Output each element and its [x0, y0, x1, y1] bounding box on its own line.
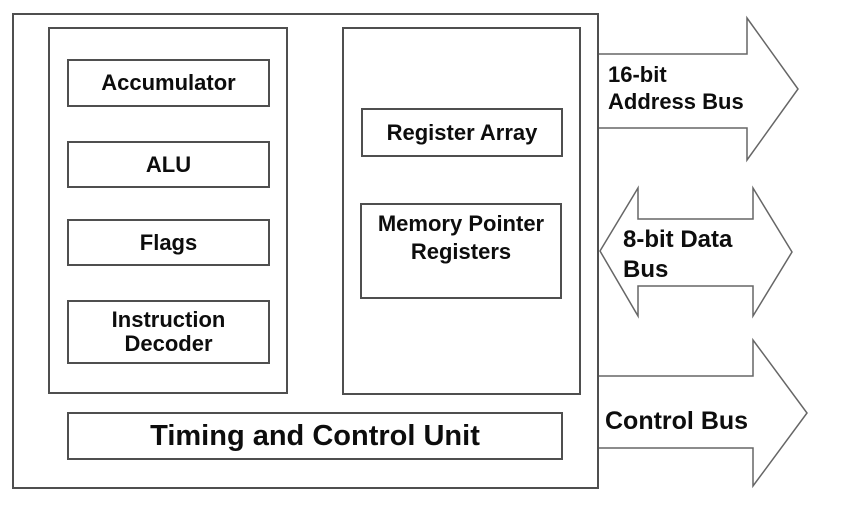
- register-section-box: [342, 27, 581, 395]
- control-bus-right-arrow-icon: [597, 337, 808, 489]
- cpu-outer-box: [12, 13, 599, 489]
- arithmetic-section-box: [48, 27, 288, 394]
- bus-arrow-layer: [597, 15, 808, 489]
- data-bus-label: 8-bit Data Bus: [623, 225, 732, 285]
- data-bus-label-line1: 8-bit Data: [623, 226, 733, 253]
- alu-block: ALU: [67, 141, 270, 188]
- control-bus-label-line1: Control Bus: [605, 407, 749, 435]
- timing-control-unit-label: Timing and Control Unit: [150, 420, 480, 452]
- instruction-decoder-block: Instruction Decoder: [67, 300, 270, 364]
- instruction-decoder-label: Instruction Decoder: [111, 307, 226, 356]
- address-bus-label-line2: Address Bus: [608, 89, 744, 114]
- flags-block: Flags: [67, 219, 270, 266]
- data-bus-double-arrow-icon: [599, 185, 793, 319]
- alu-label: ALU: [145, 151, 192, 177]
- data-bus-label-line2: Bus: [623, 256, 669, 283]
- timing-control-unit-block: Timing and Control Unit: [67, 412, 563, 460]
- address-bus-label: 16-bit Address Bus: [608, 61, 744, 115]
- memory-pointer-registers-label: Memory Pointer Registers: [377, 211, 545, 264]
- flags-label: Flags: [139, 229, 198, 255]
- memory-pointer-registers-block: Memory Pointer Registers: [360, 203, 562, 299]
- address-bus-right-arrow-icon: [597, 15, 799, 163]
- accumulator-block: Accumulator: [67, 59, 270, 107]
- register-array-block: Register Array: [361, 108, 563, 157]
- address-bus-label-line1: 16-bit: [608, 62, 667, 87]
- register-array-label: Register Array: [386, 119, 538, 145]
- accumulator-label: Accumulator: [101, 70, 236, 95]
- control-bus-label: Control Bus: [605, 407, 748, 435]
